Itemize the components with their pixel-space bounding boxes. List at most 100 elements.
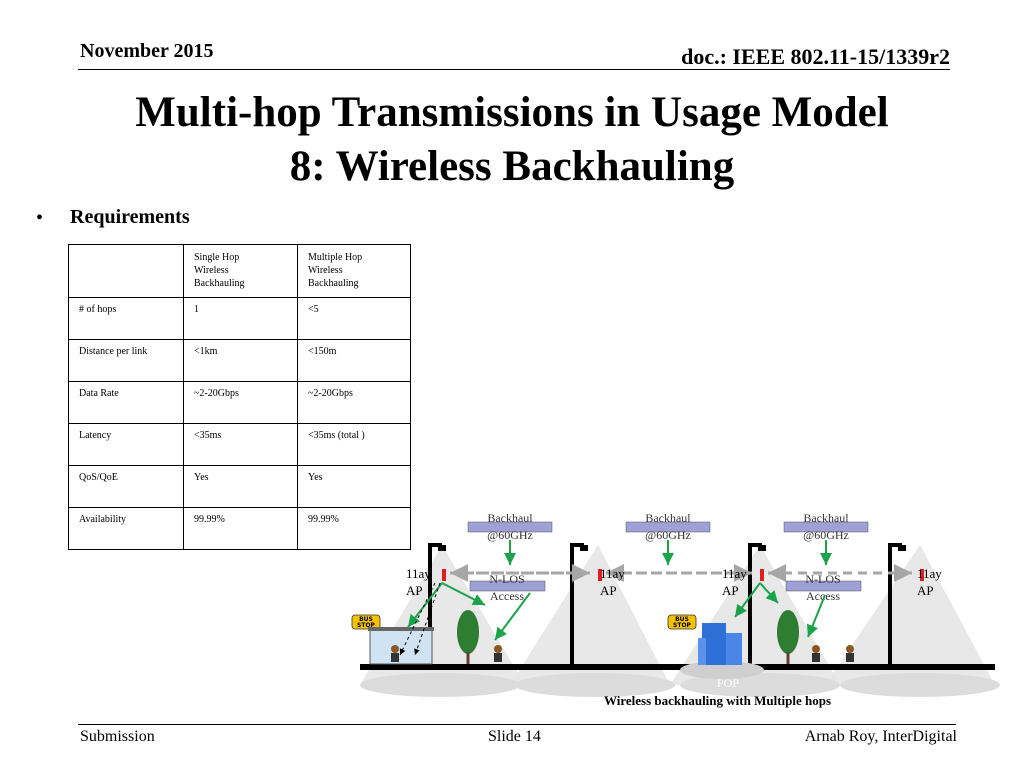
- tree-icon: [457, 610, 479, 654]
- table-cell: # of hops: [68, 297, 184, 340]
- bullet-icon: •: [36, 207, 44, 229]
- person-head-icon: [812, 645, 820, 653]
- backhaul-label-line2: @60GHz: [803, 528, 849, 542]
- table-cell: QoS/QoE: [68, 465, 184, 508]
- table-cell: <150m: [297, 339, 411, 382]
- pole-lamp: [898, 545, 906, 551]
- ap-label-line1: 11ay: [406, 566, 431, 581]
- footer-submission: Submission: [80, 728, 155, 745]
- tree-trunk: [466, 652, 470, 664]
- ap-marker-icon: [442, 569, 446, 581]
- pop-label: POP: [717, 676, 739, 690]
- backhaul-label-line1: Backhaul: [803, 511, 849, 525]
- backhaul-label-line2: @60GHz: [487, 528, 533, 542]
- ap-label-line2: AP: [917, 583, 934, 598]
- coverage-ellipse: [840, 673, 1000, 697]
- nlos-path-arrow: [399, 582, 436, 656]
- coverage-beam: [825, 545, 995, 685]
- backhaul-box: [783, 521, 869, 533]
- pole-lamp: [580, 545, 588, 551]
- table-cell: 99.99%: [183, 507, 298, 550]
- access-arrow: [441, 582, 486, 606]
- table-header-line: Backhauling: [308, 278, 359, 289]
- ap-label-line2: AP: [406, 583, 423, 598]
- person-body-icon: [494, 653, 502, 662]
- table-cell: Yes: [297, 465, 411, 508]
- bus-stop-text-2: STOP: [673, 622, 692, 629]
- person-body-icon: [812, 653, 820, 662]
- footer-slide-number: Slide 14: [488, 728, 541, 745]
- nlos-path-arrow: [414, 582, 441, 656]
- coverage-beam: [510, 545, 670, 685]
- table-row: # of hops 1<5: [68, 297, 411, 340]
- bus-stop-sign-icon: [351, 614, 381, 630]
- nlos-label-line2: Access: [806, 589, 840, 603]
- bus-stop-text-1: BUS: [359, 616, 373, 623]
- table-row: Latency<35ms<35ms (total ): [68, 423, 411, 466]
- table-cell: <1km: [183, 339, 298, 382]
- coverage-ellipse: [680, 673, 840, 697]
- person-body-icon: [846, 653, 854, 662]
- table-row: Data Rate~2-20Gbps~2-20Gbps: [68, 381, 411, 424]
- header-date: November 2015: [80, 40, 214, 62]
- backhaul-diagram: Backhaul @60GHz Backhaul @60GHz Backhaul @60G…: [351, 511, 1000, 697]
- backhaul-label-line1: Backhaul: [487, 511, 533, 525]
- ap-marker-icon: [598, 569, 602, 581]
- header-doc-id: doc.: IEEE 802.11-15/1339r2: [681, 44, 950, 69]
- person-head-icon: [846, 645, 854, 653]
- ap-marker-icon: [760, 569, 764, 581]
- table-header-line: Single Hop: [194, 252, 240, 263]
- nlos-box: [469, 580, 546, 592]
- table-header-line: Backhauling: [194, 278, 245, 289]
- pole-lamp: [438, 545, 446, 551]
- access-arrow: [759, 582, 779, 604]
- table-cell: Data Rate: [68, 381, 184, 424]
- table-cell: Yes: [183, 465, 298, 508]
- bus-stop-text-2: STOP: [357, 622, 376, 629]
- table-cell: Availability: [68, 507, 184, 550]
- nlos-box: [785, 580, 862, 592]
- requirements-heading: Requirements: [70, 206, 190, 228]
- table-cell: <35ms (total ): [297, 423, 411, 466]
- coverage-ellipse: [515, 673, 675, 697]
- backhaul-box: [625, 521, 711, 533]
- table-cell: Latency: [68, 423, 184, 466]
- backhaul-label-line2: @60GHz: [645, 528, 691, 542]
- table-header-cell: [68, 244, 184, 298]
- slide-title: Multi-hop Transmissions in Usage Model 8…: [0, 86, 1024, 194]
- title-line-2: 8: Wireless Backhauling: [289, 143, 735, 190]
- pop-shadow: [680, 661, 764, 679]
- nlos-label-line1: N-LOS: [489, 572, 524, 586]
- bus-shelter-roof: [368, 627, 434, 631]
- ap-label-line1: 11ay: [600, 566, 625, 581]
- nlos-label-line2: Access: [490, 589, 524, 603]
- backhaul-label-line1: Backhaul: [645, 511, 691, 525]
- pole-lamp: [758, 545, 766, 551]
- bus-stop-sign-icon: [667, 614, 697, 630]
- header-rule: [78, 69, 950, 70]
- table-cell: 1: [183, 297, 298, 340]
- access-arrow: [806, 594, 826, 638]
- access-arrow: [734, 582, 761, 618]
- person-head-icon: [391, 645, 399, 653]
- road-line: [360, 664, 995, 670]
- nlos-label-line1: N-LOS: [805, 572, 840, 586]
- table-cell: <35ms: [183, 423, 298, 466]
- tree-trunk: [786, 652, 790, 664]
- building-side-icon: [698, 638, 706, 665]
- table-cell: ~2-20Gbps: [183, 381, 298, 424]
- table-cell: ~2-20Gbps: [297, 381, 411, 424]
- access-arrow: [494, 592, 531, 641]
- table-header-line: Wireless: [308, 265, 343, 276]
- ap-label-line2: AP: [722, 583, 739, 598]
- table-cell: 99.99%: [297, 507, 411, 550]
- person-body-icon: [391, 653, 399, 662]
- title-line-1: Multi-hop Transmissions in Usage Model: [135, 89, 889, 136]
- table-cell: <5: [297, 297, 411, 340]
- building-wing-icon: [726, 633, 742, 665]
